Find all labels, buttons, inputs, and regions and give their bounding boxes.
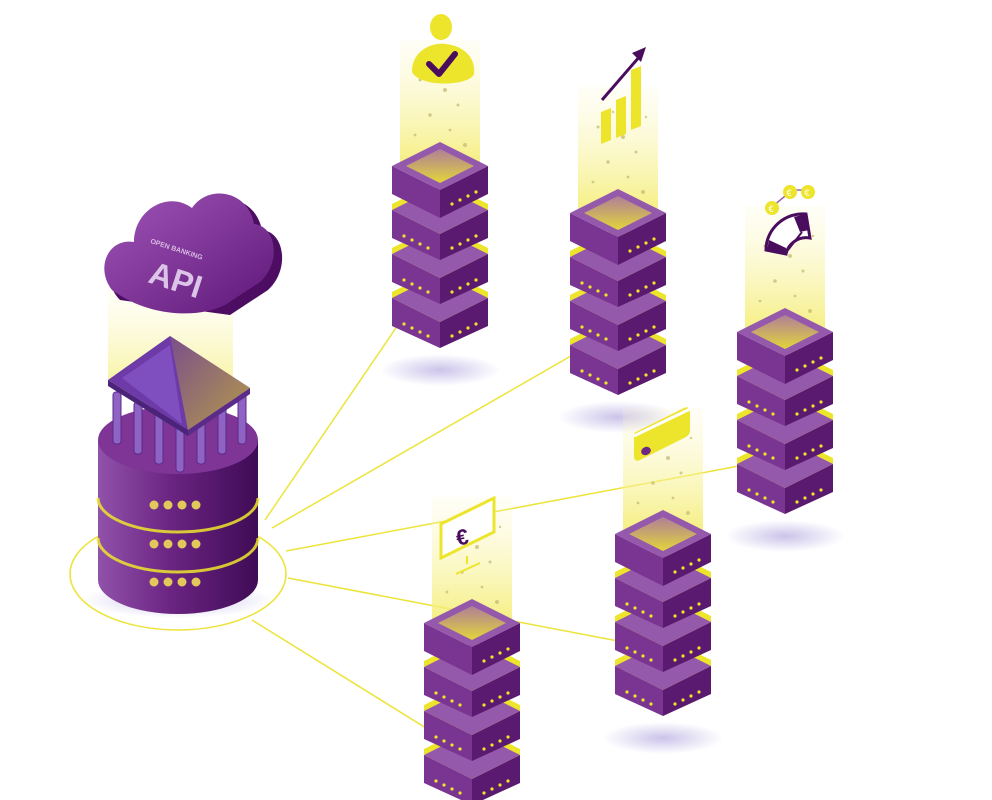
line-to-identity xyxy=(264,299,416,521)
credit-card-icon xyxy=(633,407,691,461)
open-banking-api-cloud: OPEN BANKING API xyxy=(104,193,283,315)
line-to-analytics xyxy=(271,344,591,529)
euro-screen-icon: € xyxy=(439,495,496,575)
coin-1: € xyxy=(769,204,774,214)
node-credit xyxy=(725,206,845,552)
coin-3: € xyxy=(805,188,810,198)
node-payments xyxy=(603,408,723,754)
gauge-euro-icon: € € € xyxy=(764,185,815,256)
line-to-accounts xyxy=(251,619,427,729)
growth-chart-icon xyxy=(600,47,646,144)
euro-symbol: € xyxy=(454,524,470,551)
hub-bank-database xyxy=(83,285,273,618)
connection-lines xyxy=(69,299,761,729)
db-lights xyxy=(149,500,201,587)
node-analytics xyxy=(558,87,678,433)
node-identity xyxy=(380,40,500,386)
user-check-icon xyxy=(412,14,475,84)
bank-building-icon xyxy=(108,336,250,473)
coin-2: € xyxy=(787,188,792,198)
